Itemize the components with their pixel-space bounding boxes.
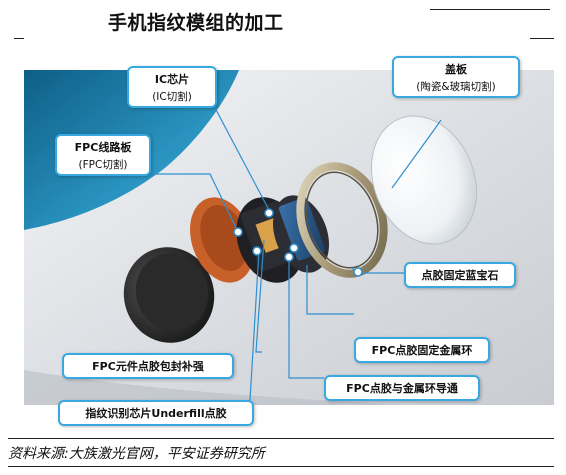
ic-chip-label: IC芯片 bbox=[154, 72, 190, 86]
cover-sublabel: (陶瓷&玻璃切割) bbox=[416, 80, 496, 93]
fpc-board-sublabel: (FPC切割) bbox=[78, 158, 128, 171]
title-line-right bbox=[530, 38, 554, 39]
ic-chip-callout: IC芯片 (IC切割) bbox=[127, 66, 217, 108]
fpc-board-label: FPC线路板 bbox=[74, 140, 132, 154]
metal-ring-callout: FPC点胶固定金属环 bbox=[354, 337, 490, 363]
source-line-bottom bbox=[8, 466, 554, 467]
component-callout: FPC元件点胶包封补强 bbox=[62, 353, 234, 379]
fingerprint-module-illustration bbox=[24, 70, 554, 405]
fpc-board-callout: FPC线路板 (FPC切割) bbox=[55, 134, 151, 176]
sapphire-callout: 点胶固定蓝宝石 bbox=[404, 262, 516, 288]
source-note: 资料来源:大族激光官网，平安证券研究所 bbox=[8, 446, 265, 462]
component-label: FPC元件点胶包封补强 bbox=[92, 360, 204, 373]
title-bar: 手机指纹模组的加工 bbox=[0, 0, 566, 40]
cover-callout: 盖板 (陶瓷&玻璃切割) bbox=[392, 56, 520, 98]
ic-chip-sublabel: (IC切割) bbox=[152, 90, 192, 103]
title-line-left bbox=[14, 38, 24, 39]
cover-label: 盖板 bbox=[445, 62, 467, 76]
underfill-label: 指纹识别芯片Underfill点胶 bbox=[85, 407, 227, 420]
sapphire-label: 点胶固定蓝宝石 bbox=[421, 269, 499, 282]
underfill-callout: 指纹识别芯片Underfill点胶 bbox=[58, 400, 254, 426]
metal-ring-label: FPC点胶固定金属环 bbox=[371, 344, 473, 357]
title-line-top-right bbox=[430, 9, 550, 10]
conduct-callout: FPC点胶与金属环导通 bbox=[324, 375, 480, 401]
page-title: 手机指纹模组的加工 bbox=[108, 12, 284, 34]
source-line-top bbox=[8, 438, 554, 439]
conduct-label: FPC点胶与金属环导通 bbox=[346, 382, 458, 395]
